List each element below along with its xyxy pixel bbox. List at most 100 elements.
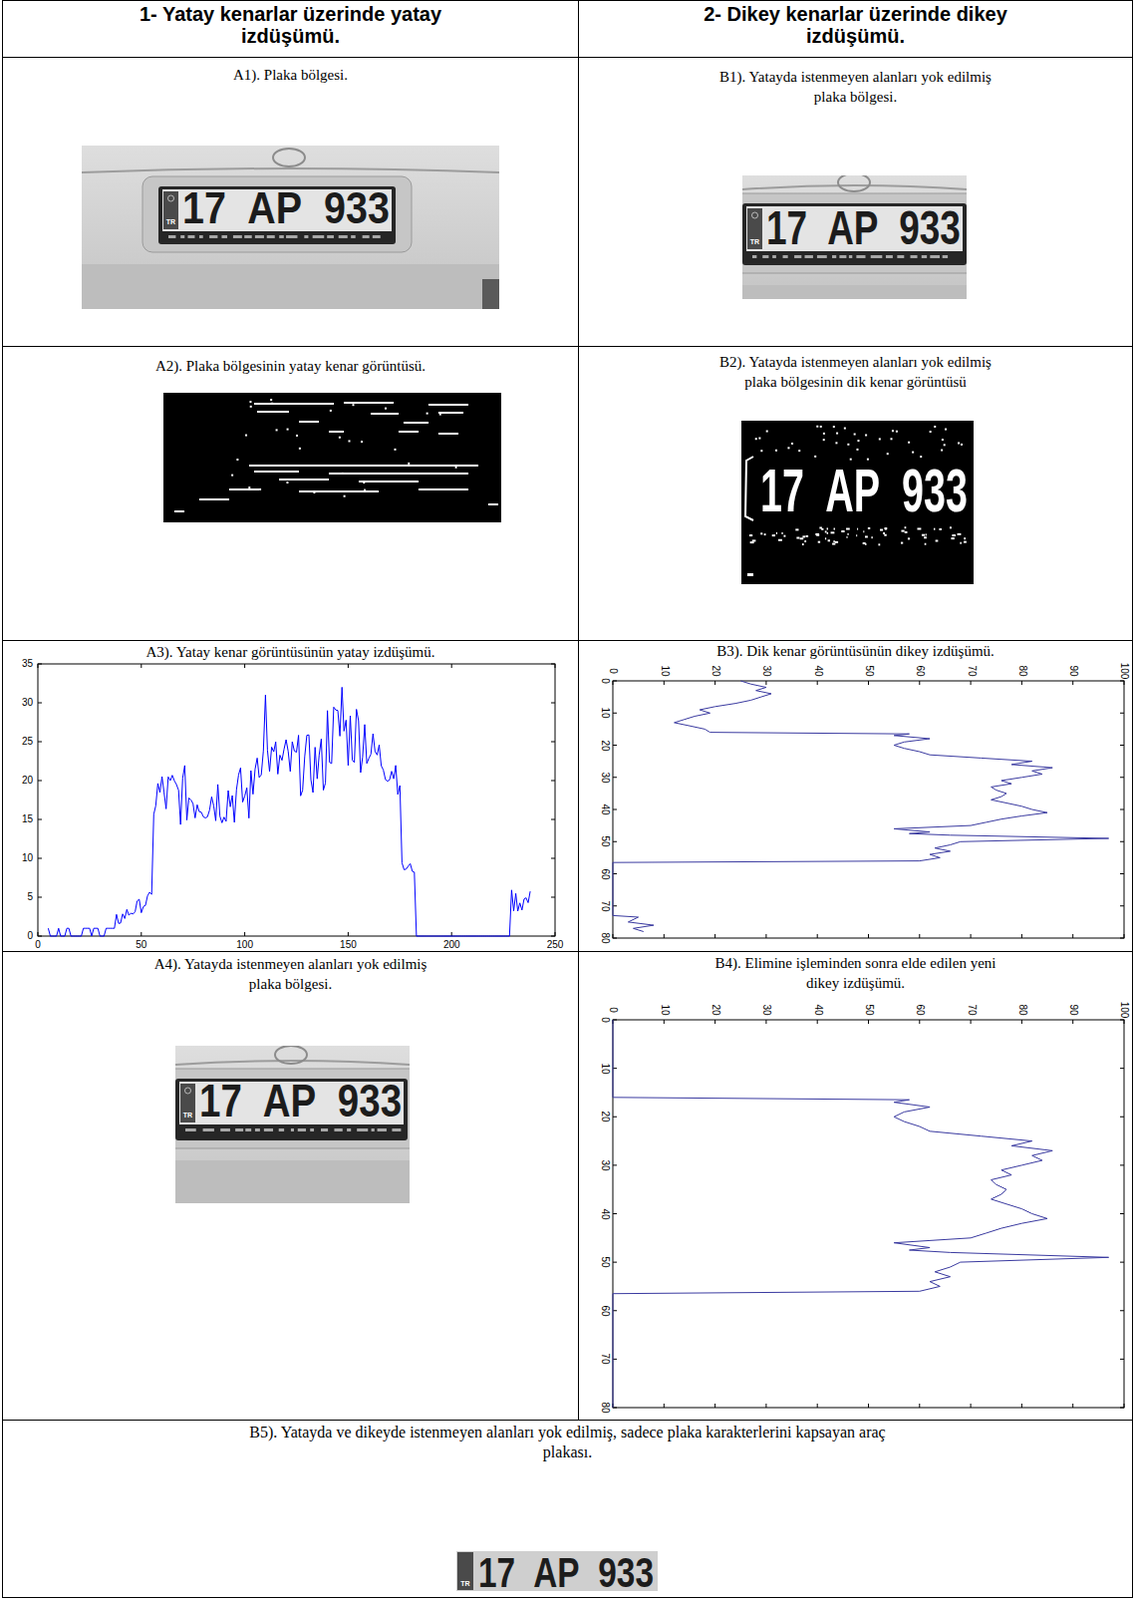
plate-country-code: TR <box>183 1111 193 1119</box>
tick-mark <box>1120 712 1125 714</box>
bumper <box>175 1159 410 1203</box>
dealer-mark <box>794 255 802 259</box>
edge-segment <box>418 488 469 491</box>
axis-tick-label: 40 <box>599 803 610 815</box>
axis-tick-label: 100 <box>1119 662 1130 680</box>
dealer-mark <box>185 1128 197 1132</box>
tick-mark <box>612 1407 617 1409</box>
tick-mark <box>663 933 665 938</box>
tick-mark <box>714 1019 716 1024</box>
tick-mark <box>1120 841 1125 843</box>
axis-tick-label: 90 <box>1068 1003 1079 1015</box>
tick-mark <box>1120 1309 1125 1311</box>
flag-stars <box>185 1087 192 1094</box>
cell-caption: B4). Elimine işleminden sonra elde edile… <box>713 952 999 993</box>
edge-dot <box>938 528 941 531</box>
tick-mark <box>970 1019 972 1024</box>
table-cell: A4). Yatayda istenmeyen alanları yok edi… <box>1 950 579 1420</box>
dealer-mark <box>391 1128 401 1132</box>
tick-mark <box>551 819 556 821</box>
edge-segment <box>398 430 419 433</box>
edge-dot <box>935 540 939 543</box>
table-cell: B4). Elimine işleminden sonra elde edile… <box>577 950 1134 1420</box>
edge-dot <box>276 428 279 431</box>
plate-frame <box>175 1078 408 1140</box>
tick-mark <box>1072 933 1074 938</box>
edge-dot <box>916 528 921 531</box>
tick-mark <box>612 1019 617 1021</box>
tick-mark <box>1120 1116 1125 1118</box>
dealer-mark <box>255 235 265 239</box>
edge-segment <box>343 401 394 404</box>
tick-mark <box>612 712 617 714</box>
dealer-mark <box>333 1128 342 1132</box>
dealer-mark <box>279 235 284 239</box>
tick-mark <box>918 1019 920 1024</box>
tick-mark <box>612 1116 617 1118</box>
edge-dot <box>847 443 850 446</box>
edge-dot <box>329 409 332 412</box>
edge-segment <box>298 490 379 493</box>
edge-segment <box>257 410 289 413</box>
tick-mark <box>1120 872 1125 874</box>
tick-mark <box>817 1403 819 1408</box>
tick-mark <box>817 680 819 685</box>
tick-mark <box>1120 1261 1125 1263</box>
table-cell: A2). Plaka bölgesinin yatay kenar görünt… <box>1 345 579 641</box>
edge-dot <box>883 534 886 537</box>
dealer-mark <box>752 255 757 259</box>
axis-tick-label: 60 <box>914 1003 925 1015</box>
dealer-mark <box>168 235 176 239</box>
axis-tick-label: 80 <box>599 931 610 943</box>
axis-tick-label: 50 <box>599 836 610 848</box>
edge-segment <box>328 430 344 433</box>
edge-dot <box>846 528 851 531</box>
edge-dot <box>750 541 755 544</box>
tick-mark <box>1120 1067 1125 1069</box>
tick-mark <box>663 1403 665 1408</box>
axis-tick-label: 20 <box>710 664 721 676</box>
axis-tick-label: 70 <box>965 664 976 676</box>
dealer-mark <box>264 1128 274 1132</box>
tick-mark <box>1120 1358 1125 1360</box>
tick-mark <box>37 663 39 668</box>
dealer-mark <box>326 235 334 239</box>
dealer-mark <box>320 1128 328 1132</box>
edge-dot <box>805 535 809 538</box>
plate-recess <box>175 1068 410 1148</box>
tick-mark <box>714 1403 716 1408</box>
edge-dot <box>747 572 754 576</box>
edge-dot <box>455 466 458 469</box>
edge-dot <box>900 542 903 545</box>
tick-mark <box>1072 1403 1074 1408</box>
edge-dot <box>957 533 962 536</box>
axis-tick-label: 60 <box>914 664 925 676</box>
edge-dot <box>847 533 849 536</box>
edge-dot <box>855 448 858 451</box>
plot-frame <box>612 680 1125 938</box>
tick-mark <box>663 1019 665 1024</box>
dealer-mark <box>187 235 195 239</box>
edge-dot <box>791 442 794 445</box>
axis-tick-label: 30 <box>761 664 772 676</box>
edge-dot <box>820 425 823 428</box>
axis-tick-label: 0 <box>607 1006 618 1013</box>
dealer-mark <box>772 255 777 259</box>
edge-dot <box>923 536 927 539</box>
tick-mark <box>612 1358 617 1360</box>
tick-mark <box>1120 1212 1125 1214</box>
edge-dot <box>341 472 344 475</box>
edge-segment <box>358 480 419 483</box>
edge-dot <box>760 449 763 452</box>
plate-text: 17 AP 933 <box>760 460 968 522</box>
tick-mark <box>612 937 617 939</box>
tick-mark <box>1021 680 1023 685</box>
tick-mark <box>37 935 42 937</box>
tick-mark <box>867 1403 869 1408</box>
cell-caption: B2). Yatayda istenmeyen alanları yok edi… <box>718 351 994 392</box>
edge-dot <box>439 413 442 416</box>
edge-dot <box>911 451 914 454</box>
edge-dot <box>904 531 908 534</box>
tick-mark <box>244 931 246 936</box>
table-cell: A3). Yatay kenar görüntüsünün yatay izdü… <box>1 639 579 952</box>
